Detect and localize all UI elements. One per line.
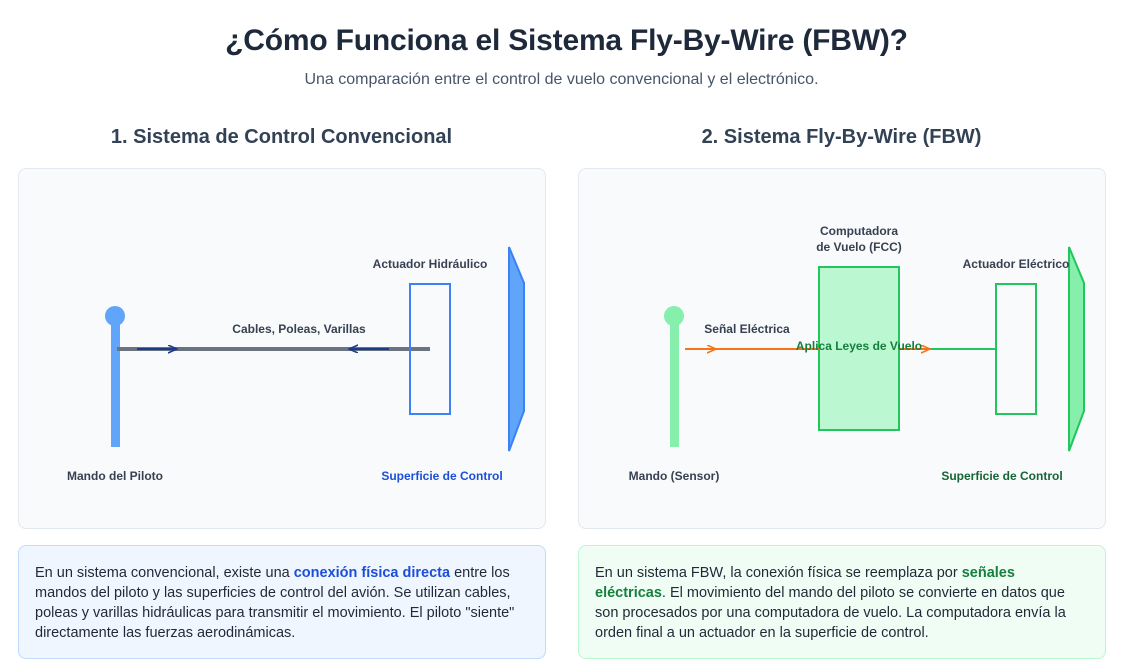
electric-actuator-label: Actuador Eléctrico (963, 257, 1070, 271)
computer-label-line1: Computadora (820, 224, 898, 238)
conventional-section-title: 1. Sistema de Control Convencional (110, 126, 453, 148)
conventional-desc-text-2: entre los mandos del piloto y las superf… (35, 565, 515, 641)
sensor-stick-knob (664, 306, 684, 326)
fbw-control-surface (1068, 246, 1085, 452)
flight-laws-label: Aplica Leyes de Vuelo (796, 339, 922, 353)
conventional-desc-highlight: conexión física directa (293, 565, 451, 581)
pilot-stick (111, 317, 120, 447)
computer-label-line2: de Vuelo (FCC) (816, 240, 902, 254)
hydraulic-actuator (409, 283, 451, 415)
fbw-diagram-panel: Computadora de Vuelo (FCC) Actuador Eléc… (578, 168, 1106, 529)
conventional-desc-text-1: En un sistema convencional, existe una (35, 565, 294, 581)
electric-actuator (995, 283, 1037, 415)
fbw-section-title: 2. Sistema Fly-By-Wire (FBW) (701, 126, 982, 148)
fbw-desc-text-2: . El movimiento del mando del piloto se … (595, 585, 1066, 641)
pilot-stick-knob (105, 306, 125, 326)
control-surface-label: Superficie de Control (381, 469, 502, 483)
actuator-label: Actuador Hidráulico (373, 257, 488, 271)
sensor-stick (670, 317, 679, 447)
conventional-diagram: Actuador Hidráulico Cables, Poleas, Vari… (67, 246, 525, 483)
fbw-desc-text-1: En un sistema FBW, la conexión física se… (595, 565, 962, 581)
control-surface (508, 246, 525, 452)
conventional-diagram-panel: Actuador Hidráulico Cables, Poleas, Vari… (18, 168, 546, 529)
sensor-stick-label: Mando (Sensor) (629, 469, 720, 483)
fbw-description: En un sistema FBW, la conexión física se… (578, 545, 1106, 659)
pilot-stick-label: Mando del Piloto (67, 469, 163, 483)
fbw-diagram: Computadora de Vuelo (FCC) Actuador Eléc… (629, 224, 1085, 483)
page-subtitle: Una comparación entre el control de vuel… (304, 71, 819, 88)
page-title: ¿Cómo Funciona el Sistema Fly-By-Wire (F… (225, 24, 908, 57)
flight-computer (818, 266, 900, 431)
signal-label: Señal Eléctrica (704, 322, 790, 336)
fbw-desc-highlight: señales eléctricas (595, 565, 1015, 601)
conventional-description: En un sistema convencional, existe una c… (18, 545, 546, 659)
fbw-control-surface-label: Superficie de Control (941, 469, 1062, 483)
cables-label: Cables, Poleas, Varillas (232, 322, 366, 336)
